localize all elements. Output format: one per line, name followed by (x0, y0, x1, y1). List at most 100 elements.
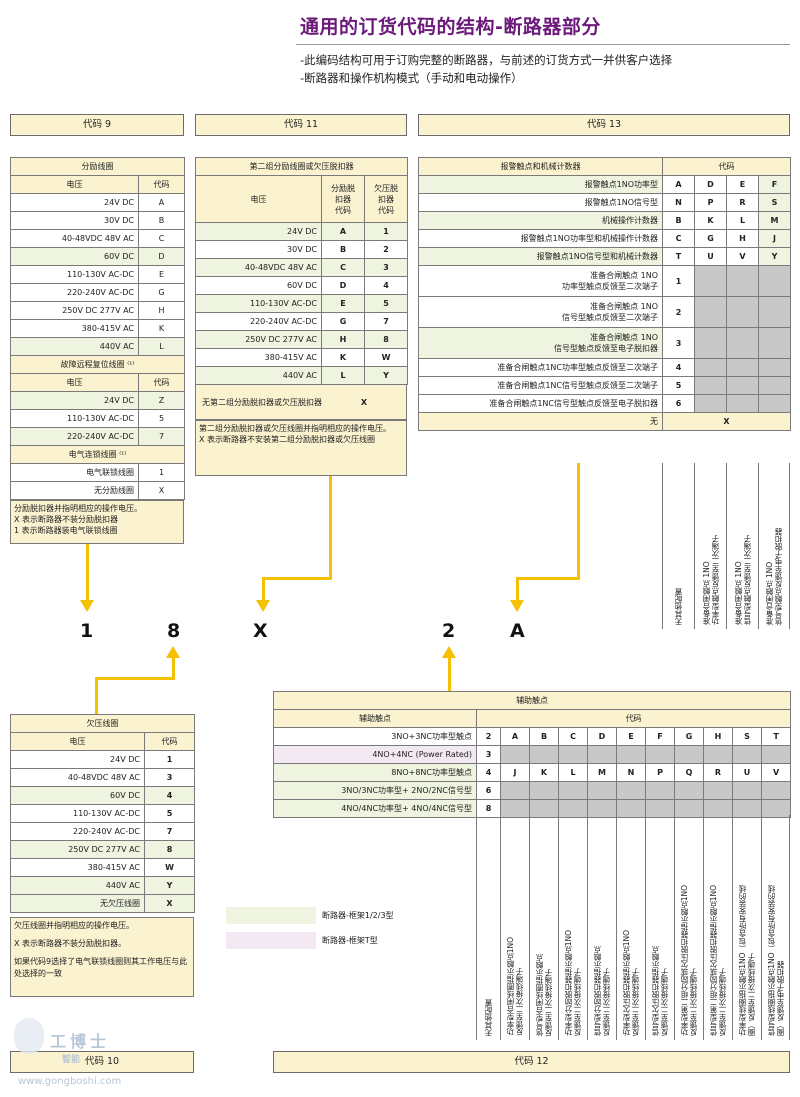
unavailable-cell (758, 358, 791, 377)
code-cell: F (758, 175, 791, 194)
legend-frame-t: 断路器-框架T型 (322, 936, 378, 945)
code-cell: 2 (662, 296, 695, 328)
voltage-cell: 无欠压线圈 (10, 894, 145, 913)
voltage-cell: 40-48VDC 48V AC (195, 258, 322, 277)
code-cell: X (138, 481, 185, 500)
unavailable-cell (500, 745, 530, 764)
unavailable-cell (587, 745, 617, 764)
voltage-cell: 110-130V AC-DC (10, 265, 139, 284)
watermark-brand: 工博士 (50, 1032, 111, 1051)
arrow-code-10 (166, 646, 180, 658)
reset-coil-title: 故障远程复位线圈 ⁽¹⁾ (10, 355, 185, 374)
code-cell: V (760, 763, 792, 782)
voltage-cell: 30V DC (10, 211, 139, 230)
voltage-cell: 110-130V AC-DC (10, 409, 139, 428)
watermark-logo-icon (14, 1018, 44, 1054)
code-cell: Q (674, 763, 704, 782)
code-cell: R (703, 763, 733, 782)
aux-contact-label: 4NO+4NC (Power Rated) (273, 745, 477, 764)
table-11-none-row: 无第二组分励脱扣器或欠压脱扣器 X (195, 384, 407, 420)
reset-col-code: 代码 (138, 373, 185, 392)
unavailable-cell (758, 265, 791, 297)
unavailable-cell (760, 799, 792, 818)
option-label: 准备合闸触点 1NO 功率型触点反馈至二次端子 (418, 265, 663, 297)
unavailable-cell (558, 799, 588, 818)
code-cell: N (662, 193, 695, 212)
unavailable-cell (616, 745, 646, 764)
vertical-label-cell: 功率型线圈指示触点1NO（包含所有安装的线 圈）反馈至二次接线端子 (732, 815, 761, 1040)
arrow-code-9 (80, 600, 94, 612)
title-rule (296, 44, 790, 45)
code-cell: S (758, 193, 791, 212)
table-9-title: 分励线圈 (10, 157, 185, 176)
vertical-label-cell: 准备合闸触点 1NO 功率型触点反馈至二次端子 (694, 463, 726, 629)
code-cell: B (529, 727, 559, 746)
code-cell: T (662, 247, 695, 266)
voltage-cell: 60V DC (10, 247, 139, 266)
code-10-box: 代码 10 (10, 1051, 194, 1073)
code-cell: A (662, 175, 695, 194)
unavailable-cell (726, 327, 759, 359)
code-cell: 4 (662, 358, 695, 377)
code-cell: 3 (476, 745, 501, 764)
code-cell: H (726, 229, 759, 248)
uv-code-cell: 4 (363, 276, 409, 295)
watermark-sub: 智能 (62, 1055, 81, 1065)
vertical-label: 信号型欠压脱扣器指示触点 反馈至二次接线端子 (651, 946, 669, 1036)
table-12-col-aux: 辅助触点 (273, 709, 477, 728)
unavailable-cell (726, 394, 759, 413)
unavailable-cell (694, 376, 727, 395)
code-cell: 7 (138, 427, 185, 446)
option-label: 报警触点1NO信号型和机械计数器 (418, 247, 663, 266)
code-cell: G (694, 229, 727, 248)
code-cell: B (662, 211, 695, 230)
table-9-col-voltage: 电压 (10, 175, 139, 194)
code-cell: A (500, 727, 530, 746)
voltage-cell: 380-415V AC (10, 319, 139, 338)
vertical-label-cell: 无其他配置 (662, 463, 694, 629)
vertical-label-cell: 信号型分励脱扣器指示触点 反馈至二次接线端子 (587, 815, 616, 1040)
shunt-code-cell: G (321, 312, 365, 331)
code-cell: U (694, 247, 727, 266)
voltage-cell: 40-48VDC 48V AC (10, 229, 139, 248)
voltage-cell: 250V DC 277V AC (10, 301, 139, 320)
vertical-label: 准备合闸触点 1NO 信号型触点反馈至电子脱扣器 (765, 527, 783, 626)
code-cell: C (138, 229, 185, 248)
code-cell: B (138, 211, 185, 230)
legend-swatch-frame-t (226, 932, 316, 949)
unavailable-cell (694, 296, 727, 328)
uv-code-cell: W (363, 348, 409, 367)
code-cell: 7 (144, 822, 195, 841)
unavailable-cell (758, 327, 791, 359)
unavailable-cell (645, 745, 675, 764)
vertical-label-cell: 功率型分励脱扣器指示触点1NO 反馈至二次接线端子 (558, 815, 587, 1040)
code-cell: V (726, 247, 759, 266)
code-cell: D (694, 175, 727, 194)
code-cell: E (138, 265, 185, 284)
code-cell: 6 (662, 394, 695, 413)
table-13-col-code: 代码 (662, 157, 791, 176)
section-row: 故障远程复位线圈 ⁽¹⁾ (10, 355, 185, 374)
code-9-box: 代码 9 (10, 114, 184, 136)
option-label: 准备合闸触点1NC信号型触点反馈至二次端子 (418, 376, 663, 395)
voltage-cell: 24V DC (10, 193, 139, 212)
code-cell: C (558, 727, 588, 746)
